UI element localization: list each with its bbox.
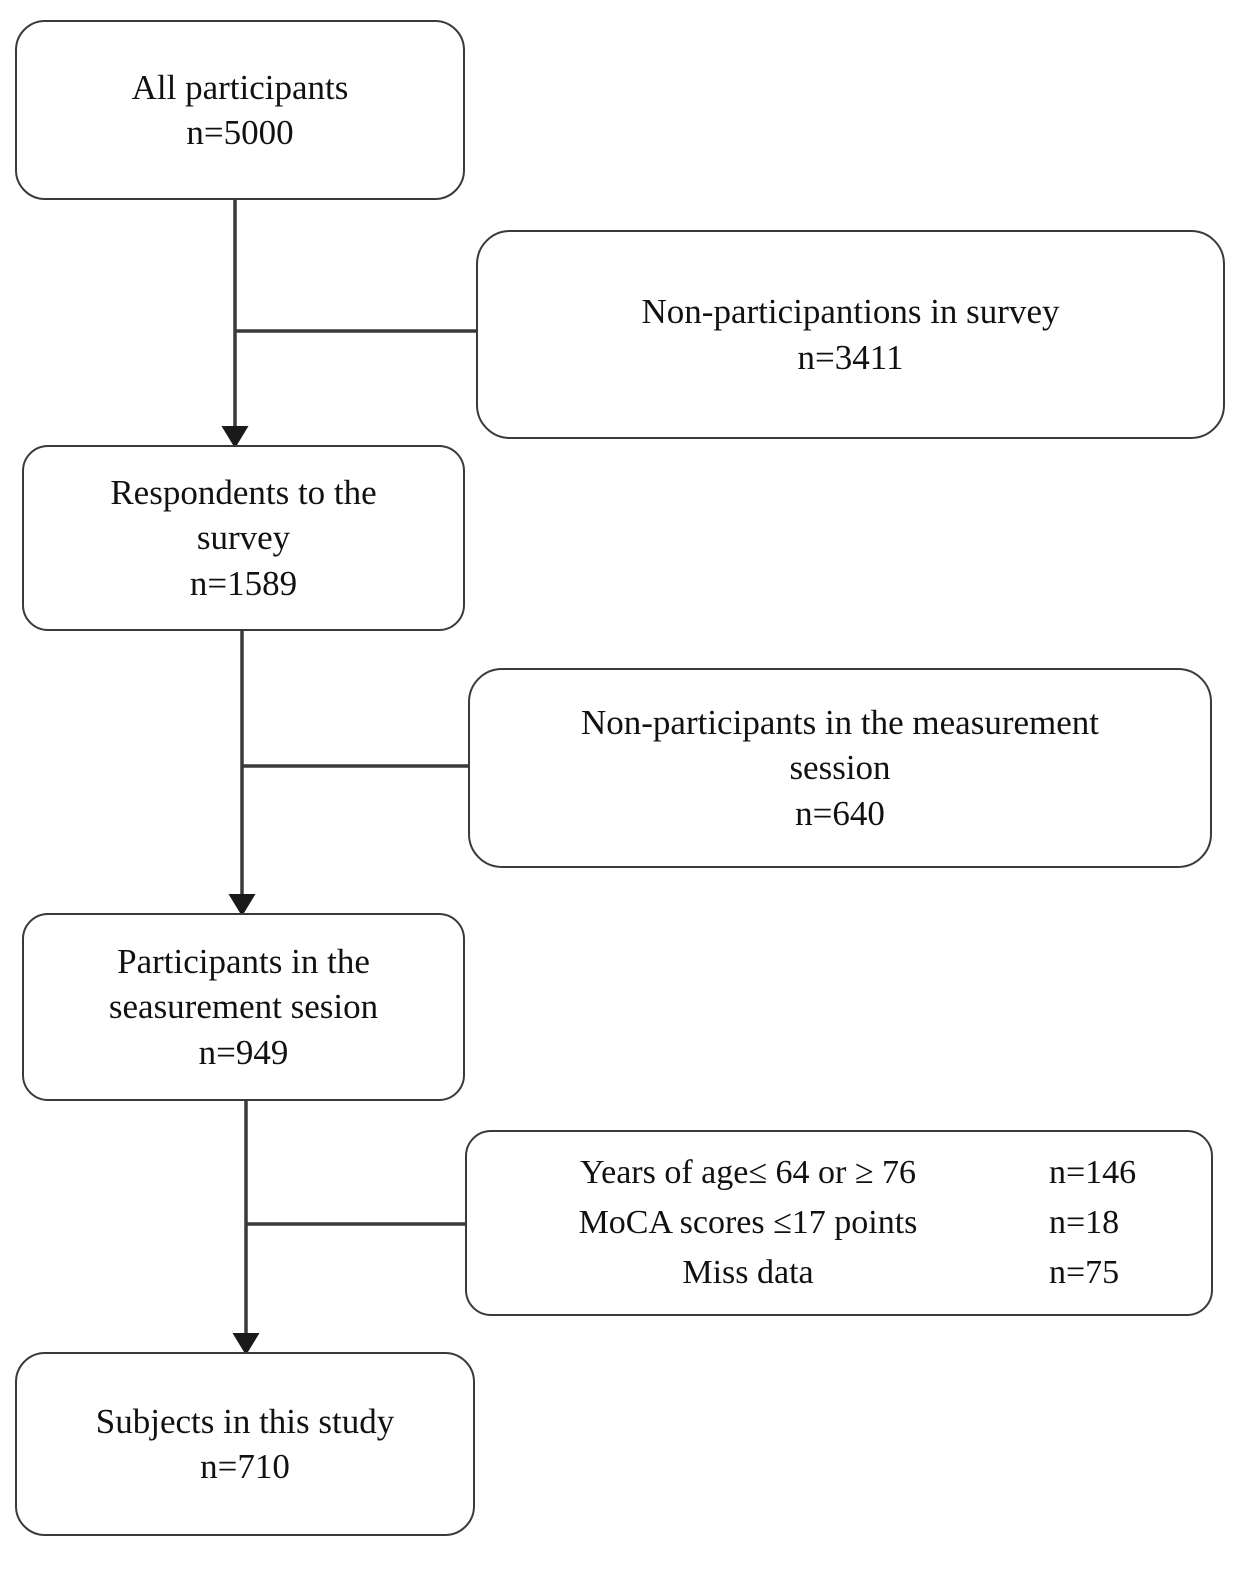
node-respondents-to-survey-label-line2: survey [196, 518, 291, 558]
node-all-participants: All participants n=5000 [15, 20, 465, 200]
node-non-participations-in-survey: Non-participantions in survey n=3411 [476, 230, 1225, 439]
exclusion-criterion-label: MoCA scores ≤17 points [578, 1203, 918, 1241]
exclusion-row: MoCA scores ≤17 points n=18 [483, 1201, 1195, 1245]
node-non-participants-in-measurement-session-label-line1: Non-participants in the measurement [580, 702, 1100, 742]
exclusion-criterion-label: Miss data [682, 1254, 814, 1292]
exclusion-row: Miss data n=75 [483, 1251, 1195, 1295]
node-subjects-in-this-study-count: n=710 [200, 1447, 290, 1486]
node-participants-in-measurement-session-label-line2: seasurement sesion [108, 987, 379, 1027]
node-non-participations-in-survey-label: Non-participantions in survey [641, 292, 1060, 331]
connector-respondents-to-participants [228, 631, 468, 917]
node-participants-in-measurement-session-count: n=949 [198, 1032, 289, 1072]
exclusion-row: Years of age≤ 64 or ≥ 76 n=146 [483, 1151, 1195, 1195]
node-participants-in-measurement-session-label-line1: Participants in the [117, 941, 370, 981]
node-non-participants-in-measurement-session: Non-participants in the measurement sess… [468, 668, 1212, 868]
exclusion-criterion-count: n=18 [1049, 1203, 1120, 1241]
node-non-participants-in-measurement-session-label-line2: session [789, 748, 891, 788]
node-subjects-in-this-study: Subjects in this study n=710 [15, 1352, 475, 1536]
exclusion-criterion-label: Years of age≤ 64 or ≥ 76 [579, 1153, 917, 1191]
node-respondents-to-survey-count: n=1589 [189, 563, 298, 603]
node-subjects-in-this-study-label: Subjects in this study [95, 1401, 395, 1441]
node-participants-in-measurement-session: Participants in the seasurement sesion n… [22, 913, 465, 1101]
exclusion-criterion-count: n=75 [1049, 1254, 1120, 1292]
connector-participants-to-subjects [232, 1101, 465, 1356]
node-exclusion-criteria: Years of age≤ 64 or ≥ 76 n=146 MoCA scor… [465, 1130, 1213, 1316]
connector-all-to-respondents [221, 200, 476, 449]
node-respondents-to-survey: Respondents to the survey n=1589 [22, 445, 465, 631]
node-all-participants-count: n=5000 [186, 113, 294, 152]
exclusion-criteria-table: Years of age≤ 64 or ≥ 76 n=146 MoCA scor… [483, 1151, 1195, 1296]
exclusion-criterion-count: n=146 [1049, 1153, 1137, 1191]
node-respondents-to-survey-label-line1: Respondents to the [110, 472, 377, 512]
node-non-participants-in-measurement-session-count: n=640 [795, 793, 885, 833]
node-all-participants-label: All participants [131, 67, 349, 107]
node-non-participations-in-survey-count: n=3411 [797, 337, 904, 377]
